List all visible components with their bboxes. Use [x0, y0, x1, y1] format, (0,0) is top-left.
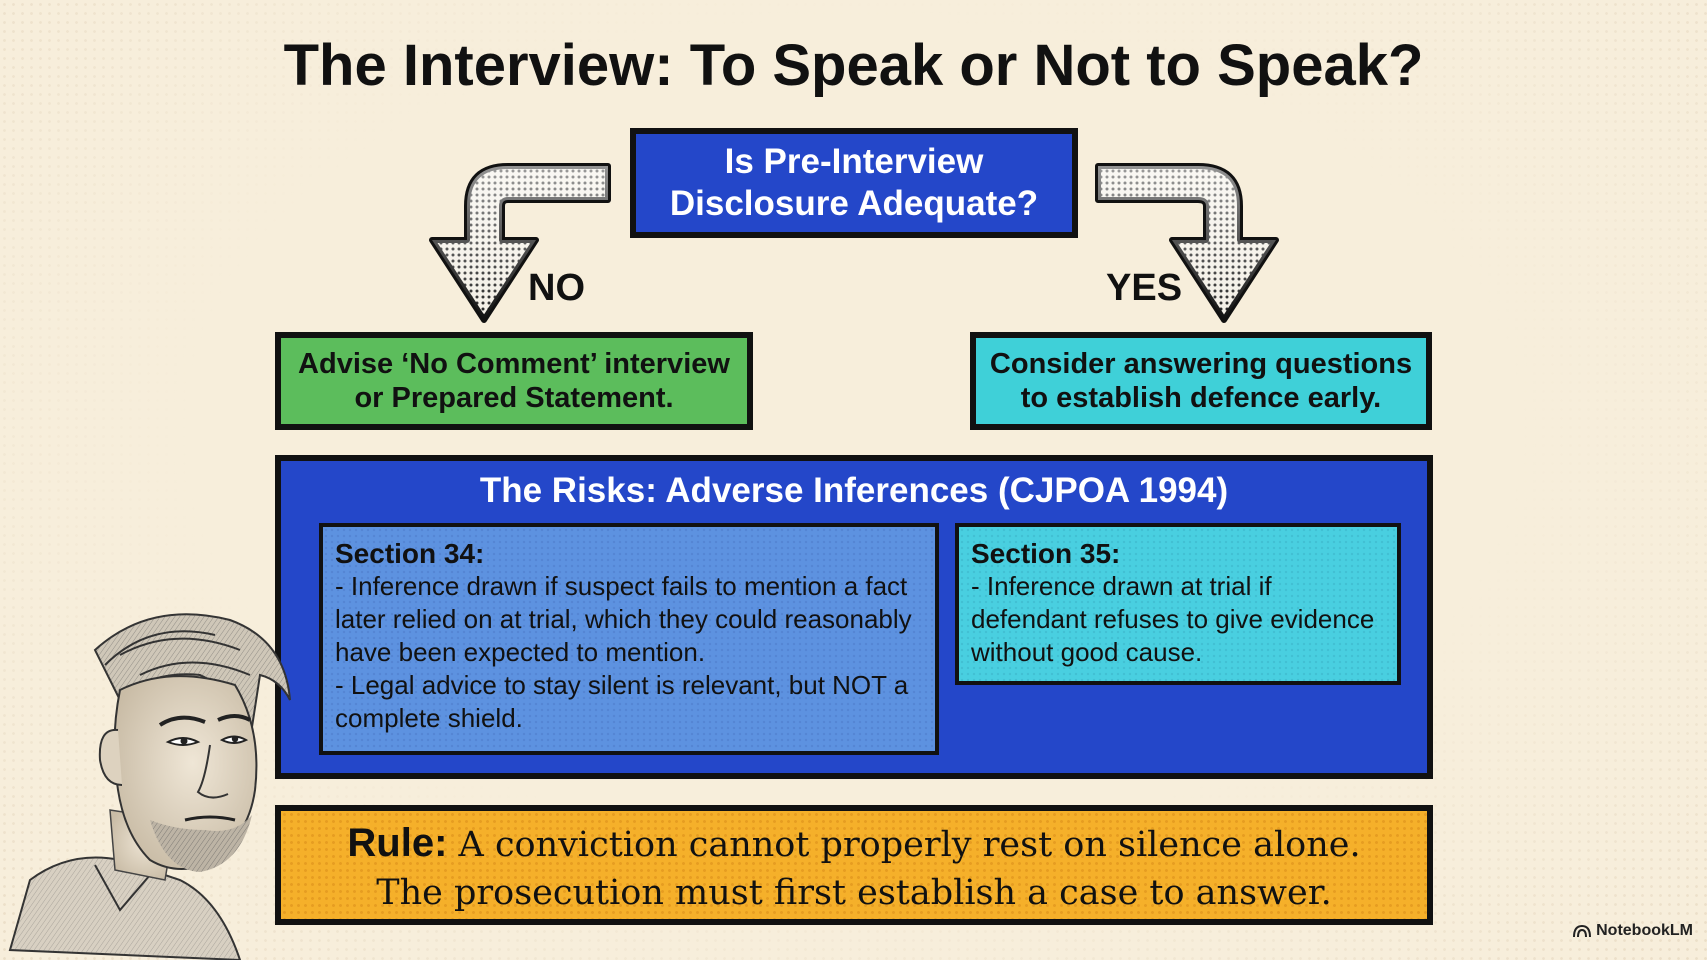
- yes-branch-label: YES: [1106, 267, 1183, 309]
- man-portrait-illustration: [8, 613, 291, 960]
- question-line-2: Disclosure Adequate?: [669, 184, 1039, 223]
- watermark-text: NotebookLM: [1596, 922, 1693, 939]
- section-34-heading: Section 34:: [335, 538, 485, 569]
- no-outcome-box: Advise ‘No Comment’ interview or Prepare…: [275, 332, 753, 430]
- yes-arrow: [1095, 163, 1279, 323]
- no-outcome-line-1: Advise ‘No Comment’ interview: [298, 348, 730, 380]
- risks-panel: The Risks: Adverse Inferences (CJPOA 199…: [275, 455, 1433, 779]
- watermark: NotebookLM: [1573, 922, 1693, 940]
- rule-box: Rule: A conviction cannot properly rest …: [275, 805, 1433, 925]
- rule-line-2: The prosecution must first establish a c…: [376, 873, 1332, 913]
- no-arrow: [429, 163, 611, 323]
- section-34-bullet: - Inference drawn if suspect fails to me…: [335, 571, 912, 667]
- page-title: The Interview: To Speak or Not to Speak?: [283, 33, 1424, 98]
- no-branch-label: NO: [528, 267, 585, 309]
- section-35-heading: Section 35:: [971, 538, 1121, 569]
- rule-line-1: A conviction cannot properly rest on sil…: [458, 825, 1361, 865]
- yes-outcome-line-2: to establish defence early.: [1020, 382, 1382, 414]
- no-outcome-line-2: or Prepared Statement.: [354, 382, 674, 414]
- section-35-bullet: - Inference drawn at trial if defendant …: [971, 571, 1375, 667]
- question-line-1: Is Pre-Interview: [724, 142, 984, 181]
- section-34-box: Section 34: - Inference drawn if suspect…: [319, 523, 939, 755]
- decision-question-box: Is Pre-Interview Disclosure Adequate?: [630, 128, 1078, 238]
- notebooklm-logo-icon: [1573, 924, 1592, 938]
- yes-outcome-box: Consider answering questions to establis…: [970, 332, 1432, 430]
- section-35-box: Section 35: - Inference drawn at trial i…: [955, 523, 1401, 685]
- rule-label: Rule:: [347, 821, 448, 865]
- risks-title: The Risks: Adverse Inferences (CJPOA 199…: [479, 471, 1229, 510]
- section-34-bullet: - Legal advice to stay silent is relevan…: [335, 670, 909, 733]
- yes-outcome-line-1: Consider answering questions: [989, 348, 1413, 380]
